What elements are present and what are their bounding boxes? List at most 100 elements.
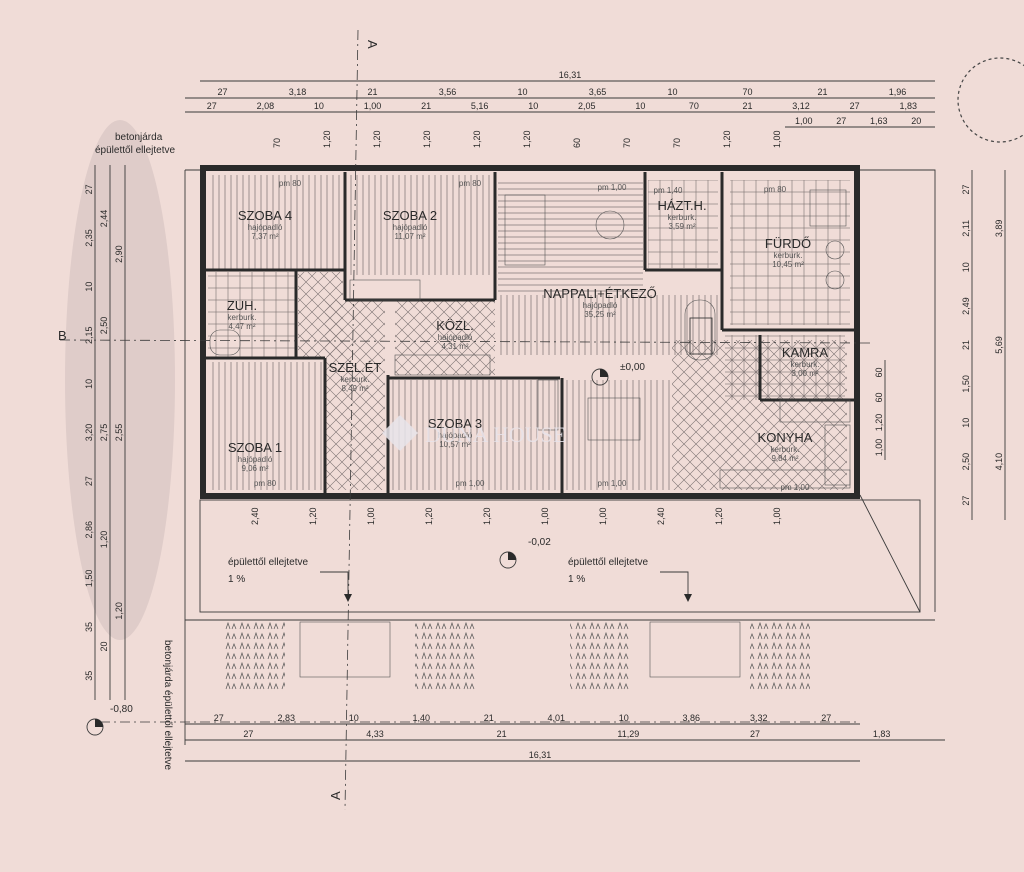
site-outline (184, 169, 936, 745)
dim-right1-value: 10 (961, 418, 971, 428)
room-name: KAMRA (782, 345, 829, 360)
window-label: pm 80 (764, 185, 787, 194)
lawn-strips (225, 621, 810, 692)
dim-bottom1-value: 1,40 (412, 713, 430, 723)
opening-height: 70 (622, 138, 632, 148)
smudge (65, 120, 175, 640)
room-name: NAPPALI+ÉTKEZŐ (543, 286, 657, 301)
dim-left2-value: 2,44 (99, 210, 109, 228)
watermark-logo: DUNA HOUSE (382, 415, 566, 451)
dim-bottom1-value: 27 (821, 713, 831, 723)
section-axes (59, 29, 871, 811)
dim-bottom1-value: 10 (619, 713, 629, 723)
dim-left1-value: 27 (84, 476, 94, 486)
dim-right2-value: 3,89 (994, 220, 1004, 238)
dim-bottom1-value: 4,01 (547, 713, 565, 723)
dim-right1-value: 27 (961, 184, 971, 194)
exterior-wall (200, 165, 860, 499)
dim-left3-value: 2,90 (114, 245, 124, 263)
note-betonjarda-vertical: betonjárda épülettől ellejtetve (162, 640, 173, 771)
dim-top2-value: 27 (850, 101, 860, 111)
dim-left2-value: 2,75 (99, 424, 109, 442)
room-floor: hajópadló (248, 223, 283, 232)
opening-height: 1,20 (714, 507, 724, 525)
dim-right1-value: 2,49 (961, 297, 971, 315)
room-area: 4,31 m² (441, 342, 468, 351)
dim-bottom2-value: 1,83 (873, 729, 891, 739)
note-epulettol-top: épülettől ellejtetve (95, 145, 175, 156)
dim-right2-value: 5,69 (994, 336, 1004, 354)
dim-top-total: 16,31 (559, 70, 582, 80)
dim-left2-value: 1,20 (99, 531, 109, 549)
window-label: pm 80 (254, 479, 277, 488)
dim-top1-value: 3,18 (289, 87, 307, 97)
dim-right3-value: 1,00 (874, 439, 884, 457)
window-label: pm 1,00 (598, 183, 627, 192)
dim-top1-value: 70 (742, 87, 752, 97)
dim-right1-value: 27 (961, 496, 971, 506)
level-terrace: -0,02 (528, 537, 551, 548)
opening-height: 1,00 (366, 507, 376, 525)
opening-height: 1,20 (482, 507, 492, 525)
dim-left1-value: 10 (84, 379, 94, 389)
level-marker-ground (86, 718, 104, 736)
dim-top2-value: 1,83 (899, 101, 917, 111)
dim-top2-value: 70 (689, 101, 699, 111)
dim-bottom2-value: 27 (750, 729, 760, 739)
opening-height: 2,40 (250, 507, 260, 525)
room-floor: hajópadló (438, 333, 473, 342)
dim-top3-value: 27 (836, 116, 846, 126)
dim-bottom2-value: 4,33 (366, 729, 384, 739)
room-name: SZOBA 1 (228, 440, 282, 455)
opening-height: 70 (272, 138, 282, 148)
opening-height: 70 (672, 138, 682, 148)
dim-bottom1-value: 27 (214, 713, 224, 723)
opening-height: 2,40 (656, 507, 666, 525)
room-area: 3,00 m² (791, 369, 818, 378)
dim-top2-value: 21 (742, 101, 752, 111)
room-name: SZOBA 4 (238, 208, 292, 223)
dim-top3-value: 20 (911, 116, 921, 126)
room-floor: kerburk. (668, 213, 697, 222)
window-label: pm 1,00 (781, 483, 810, 492)
room-name: FÜRDŐ (765, 236, 811, 251)
dim-top1-value: 10 (517, 87, 527, 97)
dim-left1-value: 3,20 (84, 424, 94, 442)
dim-bottom2-value: 11,29 (617, 729, 639, 739)
note-betonjarda-top: betonjárda (115, 132, 163, 143)
opening-height: 1,20 (372, 130, 382, 148)
dim-right2-value: 4,10 (994, 453, 1004, 471)
furniture (209, 189, 851, 489)
floor-finishes (208, 175, 850, 490)
dim-top2-value: 21 (421, 101, 431, 111)
tree-symbol (957, 57, 1024, 143)
dim-right1-value: 10 (961, 262, 971, 272)
dim-top1-value: 21 (367, 87, 377, 97)
dim-bottom1-value: 21 (484, 713, 494, 723)
dim-top2-value: 10 (635, 101, 645, 111)
room-area: 8,49 m² (341, 384, 368, 393)
dim-right1-value: 1,50 (961, 375, 971, 393)
slope-arrows (320, 571, 692, 602)
dim-right3-value: 60 (874, 392, 884, 402)
level-inside: ±0,00 (620, 362, 645, 373)
dim-bottom1-value: 2,83 (277, 713, 295, 723)
opening-height: 1,20 (308, 507, 318, 525)
dim-top2-value: 1,00 (364, 101, 382, 111)
dim-right3-value: 60 (874, 367, 884, 377)
dim-top2-value: 10 (528, 101, 538, 111)
room-area: 10,57 m² (439, 440, 471, 449)
section-mark-top: A (365, 40, 380, 49)
room-floor: hajópadló (238, 455, 273, 464)
dim-left2-value: 20 (99, 641, 109, 651)
window-label: pm 80 (279, 179, 302, 188)
room-name: ZUH. (227, 298, 257, 313)
section-mark-bottom: A (328, 791, 343, 800)
dim-top3-value: 1,00 (795, 116, 813, 126)
opening-height: 1,20 (322, 130, 332, 148)
opening-height: 60 (572, 138, 582, 148)
